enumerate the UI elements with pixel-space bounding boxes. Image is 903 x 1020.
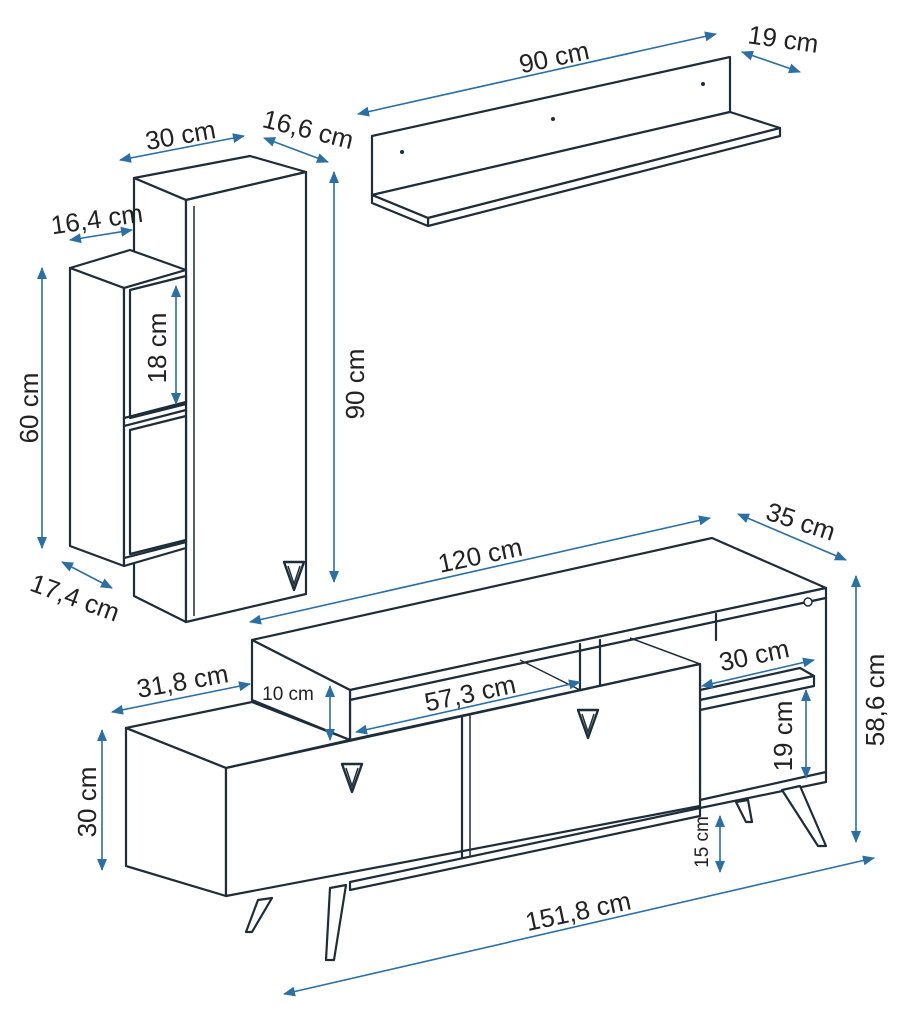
cabinet-width-label: 30 cm — [143, 114, 218, 156]
wall-shelf-width-label: 90 cm — [516, 35, 592, 79]
tv-leg-height-label: 15 cm — [692, 816, 713, 868]
handle-icon — [576, 708, 600, 740]
wall-shelf — [370, 55, 782, 228]
tv-right-compartment-label: 19 cm — [768, 701, 798, 772]
tv-total-width-label: 151,8 cm — [523, 885, 634, 937]
tv-body-height-label: 30 cm — [72, 767, 102, 838]
side-shelf-compartment-label: 18 cm — [142, 313, 172, 384]
side-shelf-width-label: 16,4 cm — [49, 198, 145, 241]
side-shelf-depth-label: 17,4 cm — [26, 568, 123, 628]
tv-raised-gap-label: 10 cm — [262, 684, 314, 705]
tv-top-width-label: 120 cm — [435, 532, 525, 579]
handle-icon — [340, 762, 364, 794]
tv-top-depth-label: 35 cm — [762, 496, 839, 546]
cabinet-height-label: 90 cm — [340, 349, 370, 420]
tv-total-height-label: 58,6 cm — [860, 654, 890, 747]
side-shelf-height-label: 60 cm — [14, 373, 44, 444]
dimension-arrows — [37, 31, 875, 997]
side-shelf — [68, 248, 188, 568]
cabinet-depth-label: 16,6 cm — [260, 104, 357, 155]
wall-shelf-depth-label: 19 cm — [746, 19, 820, 59]
